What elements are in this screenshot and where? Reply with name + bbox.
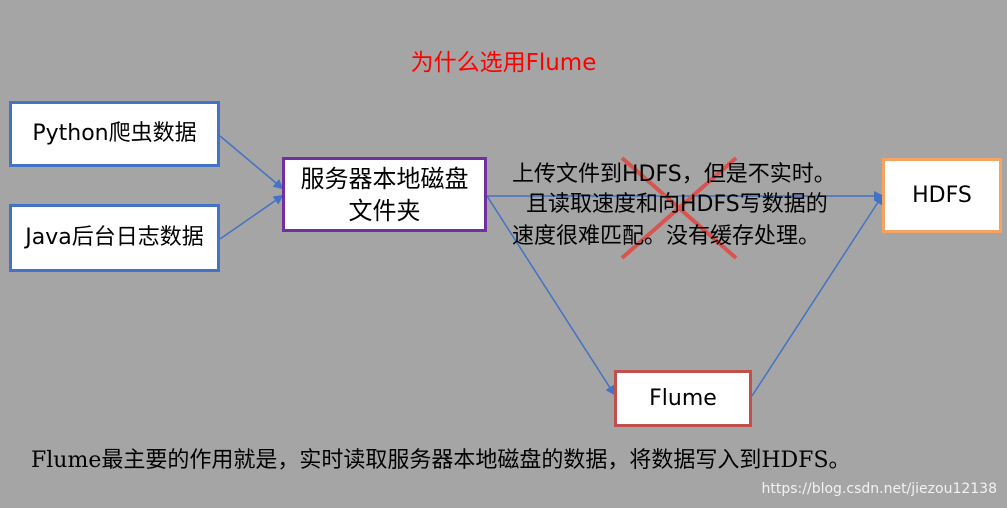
node-hdfs: HDFS bbox=[882, 158, 1002, 233]
node-hdfs-label: HDFS bbox=[912, 182, 972, 208]
direct-path-note-line-3: 速度很难匹配。没有缓存处理。 bbox=[512, 224, 821, 249]
node-python-crawler-data: Python爬虫数据 bbox=[9, 101, 220, 167]
node-server-local-disk: 服务器本地磁盘文件夹 bbox=[282, 157, 487, 232]
diagram-title: 为什么选用Flume bbox=[410, 50, 597, 76]
watermark: https://blog.csdn.net/jiezou12138 bbox=[761, 481, 997, 497]
node-python-label: Python爬虫数据 bbox=[32, 121, 197, 146]
edge-flume-to-hdfs bbox=[751, 194, 884, 397]
direct-path-note-line-2: 且读取速度和向HDFS写数据的 bbox=[526, 192, 828, 217]
node-flume: Flume bbox=[614, 370, 752, 427]
edge-python-to-server bbox=[219, 135, 284, 190]
edge-server-to-flume bbox=[486, 195, 616, 396]
summary-text: Flume最主要的作用就是，实时读取服务器本地磁盘的数据，将数据写入到HDFS。 bbox=[31, 448, 851, 473]
node-flume-label: Flume bbox=[649, 385, 717, 411]
node-server-label: 服务器本地磁盘文件夹 bbox=[300, 164, 469, 225]
direct-path-note-line-1: 上传文件到HDFS，但是不实时。 bbox=[512, 162, 836, 187]
node-java-log-data: Java后台日志数据 bbox=[9, 204, 220, 272]
edge-java-to-server bbox=[219, 194, 284, 240]
cross-stroke-2 bbox=[620, 156, 738, 260]
node-java-label: Java后台日志数据 bbox=[25, 225, 204, 250]
cross-mark bbox=[620, 156, 738, 260]
